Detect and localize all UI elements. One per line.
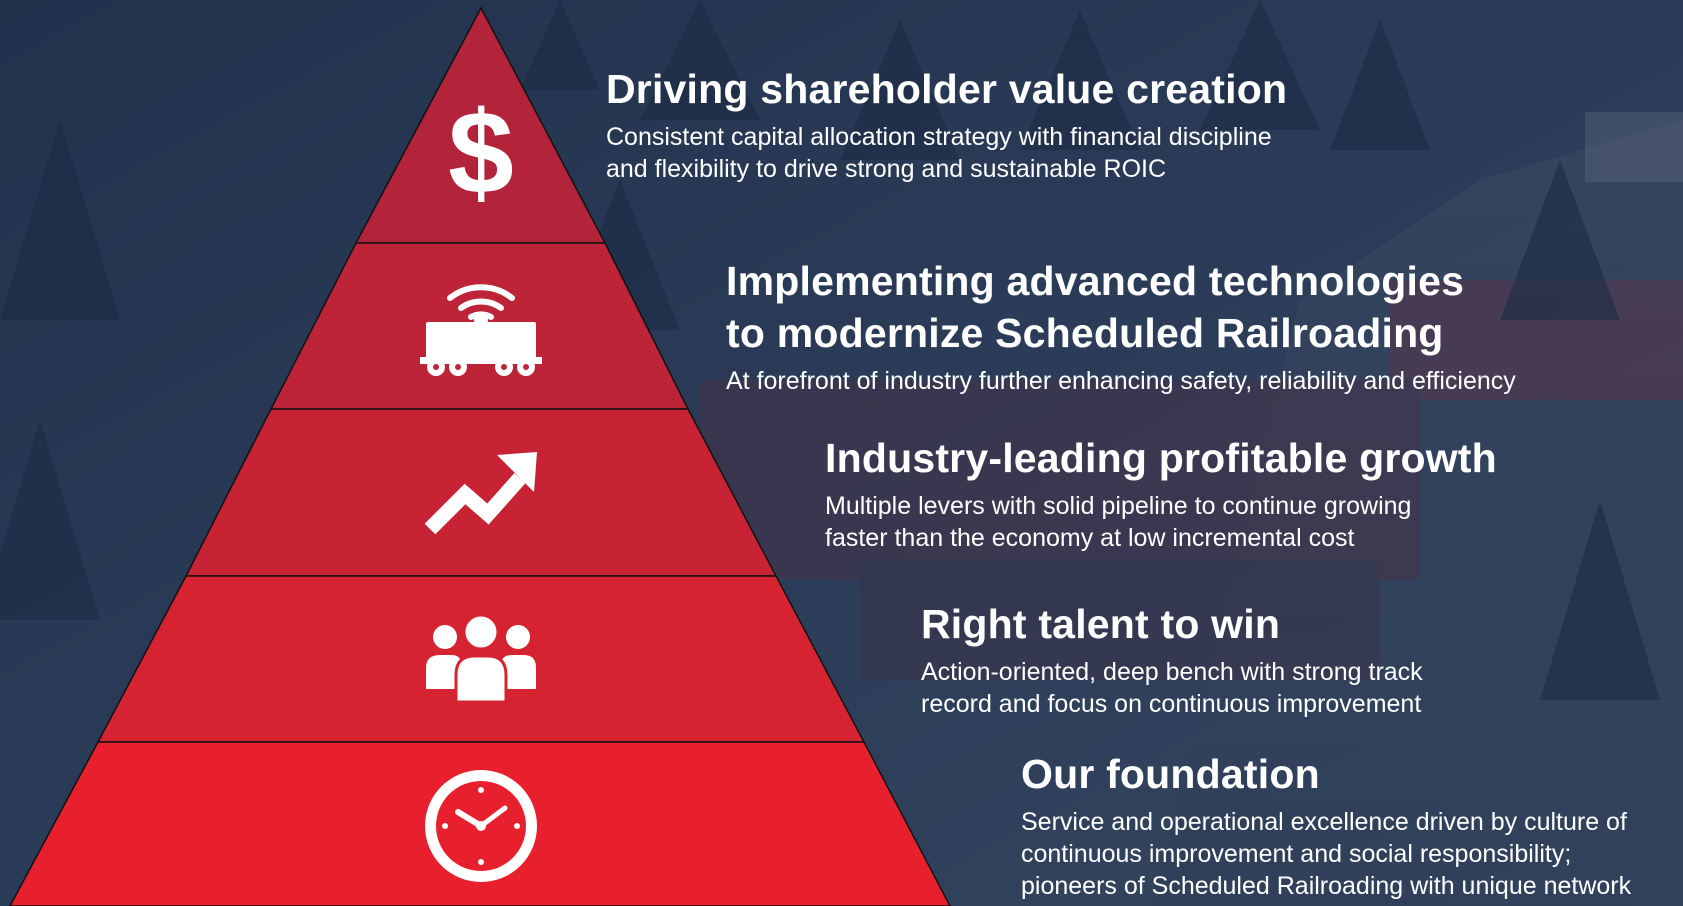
tree: [1020, 10, 1140, 150]
description-line: Consistent capital allocation strategy w…: [606, 123, 1272, 151]
tree: [0, 420, 100, 620]
tier-heading: Industry-leading profitable growth: [825, 432, 1497, 484]
description-line: pioneers of Scheduled Railroading with u…: [1021, 872, 1632, 900]
description-line: faster than the economy at low increment…: [825, 524, 1355, 552]
clock-tick: [478, 859, 484, 865]
person-body-center: [454, 654, 508, 704]
description-line: record and focus on continuous improveme…: [921, 690, 1422, 718]
heading-line: Right talent to win: [921, 601, 1281, 647]
tree: [520, 0, 600, 90]
heading-line: to modernize Scheduled Railroading: [726, 310, 1444, 356]
person-body-right: [500, 655, 536, 689]
tier-text-growth: Industry-leading profitable growth Multi…: [825, 432, 1497, 554]
tier-text-foundation: Our foundation Service and operational e…: [1021, 748, 1631, 902]
tier-heading: Driving shareholder value creation: [606, 63, 1287, 115]
train-silhouette: [700, 112, 1683, 680]
person-head-left: [433, 625, 457, 649]
connected-railcar-icon: [420, 284, 542, 376]
heading-line: Implementing advanced technologies: [726, 258, 1465, 304]
description-line: At forefront of industry further enhanci…: [726, 367, 1516, 395]
tier-description: At forefront of industry further enhanci…: [726, 365, 1516, 397]
tree: [1200, 0, 1320, 130]
wifi-arc-outer: [447, 284, 515, 301]
wheel-hub: [455, 364, 461, 370]
clock-center: [476, 821, 486, 831]
tree: [1500, 160, 1620, 320]
tree: [640, 0, 760, 120]
tree: [1540, 500, 1660, 700]
tree: [0, 120, 120, 320]
tier-heading: Right talent to win: [921, 598, 1423, 650]
heading-line: Our foundation: [1021, 751, 1320, 797]
tier-description: Multiple levers with solid pipeline to c…: [825, 490, 1497, 554]
tier-heading: Our foundation: [1021, 748, 1631, 800]
tier-text-shareholder-value: Driving shareholder value creation Consi…: [606, 63, 1287, 185]
wifi-arc-middle: [458, 298, 504, 311]
description-line: continuous improvement and social respon…: [1021, 840, 1572, 868]
tree: [840, 20, 960, 160]
tree: [1330, 20, 1430, 150]
description-line: Action-oriented, deep bench with strong …: [921, 658, 1423, 686]
clock-tick: [442, 823, 448, 829]
heading-line: Industry-leading profitable growth: [825, 435, 1497, 481]
person-head-right: [506, 625, 530, 649]
wheel-hub: [433, 364, 439, 370]
people-group-icon: [426, 613, 536, 704]
tier-description: Action-oriented, deep bench with strong …: [921, 656, 1423, 720]
train-car: [1585, 112, 1683, 182]
tier-text-talent: Right talent to win Action-oriented, dee…: [921, 598, 1423, 720]
railcar-body: [426, 322, 536, 360]
clock-tick: [514, 823, 520, 829]
wheel-hub: [523, 364, 529, 370]
growth-arrow-icon: [424, 452, 537, 535]
pyramid-tier-growth: [184, 408, 778, 577]
clock-tick: [478, 787, 484, 793]
clock-icon: [425, 770, 537, 882]
growth-arrowhead: [497, 452, 537, 492]
description-line: Service and operational excellence drive…: [1021, 808, 1627, 836]
tier-description: Consistent capital allocation strategy w…: [606, 121, 1287, 185]
person-body-left: [426, 655, 462, 689]
person-head-center: [462, 613, 500, 651]
growth-line: [424, 473, 526, 535]
description-line: and flexibility to drive strong and sust…: [606, 155, 1167, 183]
train-car: [860, 560, 1380, 680]
tier-description: Service and operational excellence drive…: [1021, 806, 1631, 902]
dollar-icon: $: [448, 87, 514, 219]
tier-heading: Implementing advanced technologies to mo…: [726, 255, 1516, 359]
train-car: [700, 380, 1420, 580]
heading-line: Driving shareholder value creation: [606, 66, 1288, 112]
tier-text-technology: Implementing advanced technologies to mo…: [726, 255, 1516, 397]
railcar-chassis: [420, 357, 542, 364]
wheel-hub: [501, 364, 507, 370]
description-line: Multiple levers with solid pipeline to c…: [825, 492, 1412, 520]
